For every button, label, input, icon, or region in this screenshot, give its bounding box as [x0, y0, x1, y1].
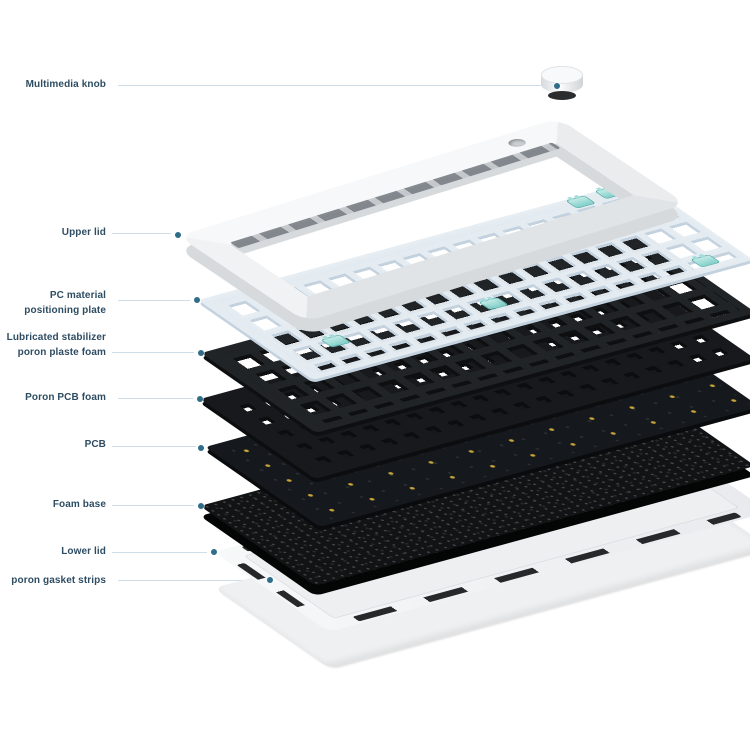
stabilizer-clip: [690, 254, 721, 268]
leader-line-poron-pcb-foam: [118, 398, 193, 399]
label-lower-lid: Lower lid: [61, 544, 106, 559]
stabilizer-clip: [478, 297, 509, 311]
callout-dot-upper-lid: [175, 232, 181, 238]
label-pcb: PCB: [85, 437, 106, 452]
label-text: Multimedia knob: [25, 79, 106, 90]
label-text: Lower lid: [61, 546, 106, 557]
callout-dot-poron-pcb-foam: [197, 396, 203, 402]
label-pc-positioning-plate: PC material positioning plate: [24, 288, 106, 318]
leader-line-multimedia-knob: [118, 85, 549, 86]
label-foam-base: Foam base: [53, 497, 106, 512]
label-upper-lid: Upper lid: [62, 225, 106, 240]
label-multimedia-knob: Multimedia knob: [26, 77, 106, 92]
multimedia-knob: [541, 66, 583, 102]
stabilizer-clip: [320, 334, 352, 348]
callout-dot-pcb: [198, 445, 204, 451]
leader-line-pcb: [112, 446, 196, 447]
callout-dot-poron-gasket-strips: [267, 577, 273, 583]
label-lubricated-stabilizer-foam: Lubricated stabilizer poron plaste foam: [7, 330, 106, 360]
leader-line-lower-lid: [112, 552, 207, 553]
leader-line-foam-base: [112, 505, 194, 506]
label-poron-gasket-strips: poron gasket strips: [11, 573, 106, 588]
callout-dot-lubricated-stabilizer-foam: [198, 350, 204, 356]
callout-dot-multimedia-knob: [554, 83, 560, 89]
label-text: poron gasket strips: [11, 575, 106, 586]
label-text: Poron PCB foam: [25, 392, 106, 403]
callout-dot-lower-lid: [211, 549, 217, 555]
label-text: poron plaste foam: [17, 347, 106, 358]
callout-dot-foam-base: [198, 503, 204, 509]
label-text: Upper lid: [61, 227, 106, 238]
knob-base-ring: [548, 91, 576, 100]
label-text: PC material: [49, 290, 106, 301]
leader-line-lubricated-stabilizer-foam: [112, 352, 194, 353]
leader-line-poron-gasket-strips: [118, 580, 263, 581]
callout-dot-pc-positioning-plate: [194, 297, 200, 303]
label-text: Foam base: [52, 499, 106, 510]
label-text: PCB: [84, 439, 106, 450]
label-text: positioning plate: [24, 305, 106, 316]
label-poron-pcb-foam: Poron PCB foam: [25, 390, 106, 405]
leader-line-pc-positioning-plate: [118, 300, 190, 301]
knob-top-face: [541, 66, 583, 84]
lid-inner-slot-bar: [229, 142, 561, 249]
leader-line-upper-lid: [112, 233, 171, 234]
knob-mount-hole: [505, 137, 530, 149]
label-text: Lubricated stabilizer: [6, 332, 106, 343]
